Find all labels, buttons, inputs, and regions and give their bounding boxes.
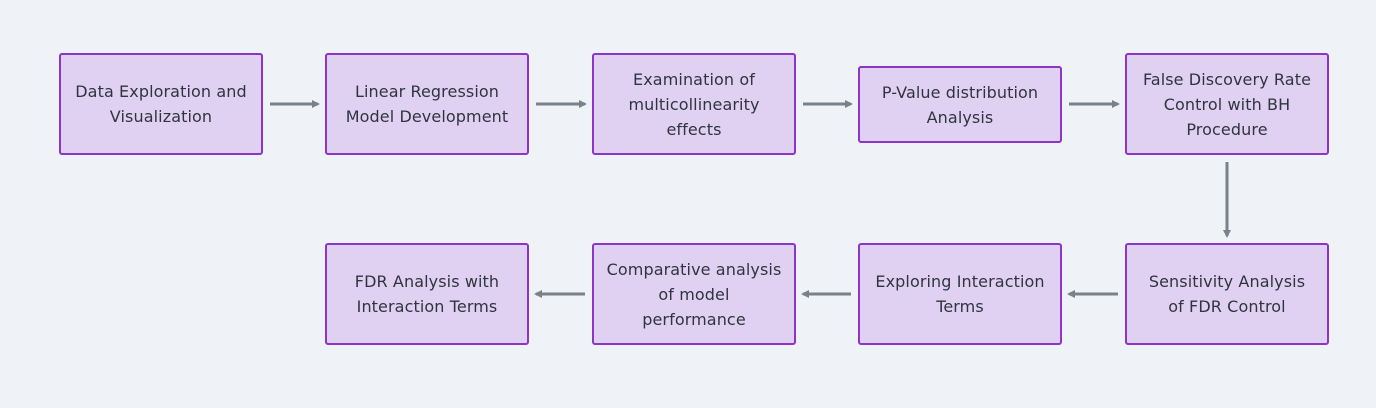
step-multicollinearity: Examination of multicollinearity effects [592, 53, 796, 155]
step-label: Data Exploration and Visualization [75, 82, 247, 126]
step-label: False Discovery Rate Control with BH Pro… [1142, 69, 1312, 139]
step-linear-regression: Linear Regression Model Development [325, 53, 529, 155]
step-pvalue-distribution: P-Value distribution Analysis [858, 66, 1062, 143]
step-fdr-interaction: FDR Analysis with Interaction Terms [325, 243, 529, 345]
step-label: P-Value distribution Analysis [881, 82, 1039, 127]
step-label: Linear Regression Model Development [345, 82, 509, 126]
step-sensitivity-analysis: Sensitivity Analysis of FDR Control [1125, 243, 1329, 345]
step-comparative-analysis: Comparative analysis of model performanc… [592, 243, 796, 345]
step-label: Comparative analysis of model performanc… [606, 259, 782, 329]
step-label: Examination of multicollinearity effects [628, 69, 760, 139]
step-label: Exploring Interaction Terms [875, 272, 1045, 316]
step-label: FDR Analysis with Interaction Terms [354, 272, 500, 316]
step-fdr-control: False Discovery Rate Control with BH Pro… [1125, 53, 1329, 155]
step-interaction-terms: Exploring Interaction Terms [858, 243, 1062, 345]
step-label: Sensitivity Analysis of FDR Control [1148, 272, 1306, 316]
step-data-exploration: Data Exploration and Visualization [59, 53, 263, 155]
